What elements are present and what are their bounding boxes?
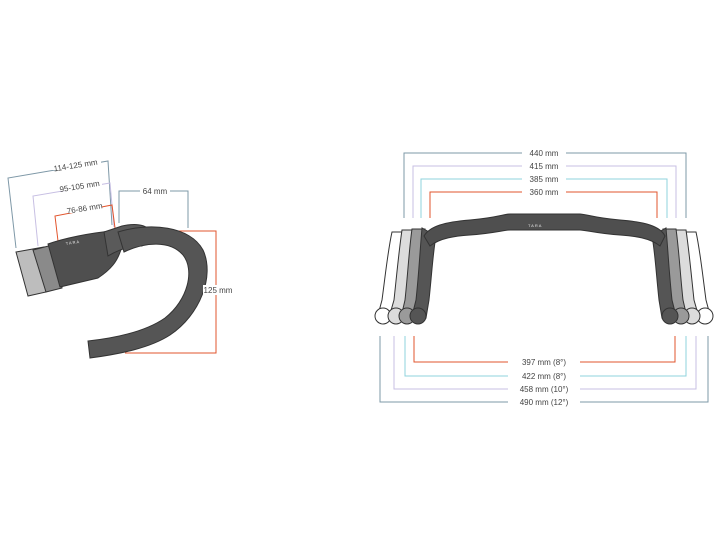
top-width-label-440: 440 mm <box>530 149 559 158</box>
top-width-label-bg-2 <box>522 161 566 171</box>
bottom-width-bracket-422 <box>404 336 687 377</box>
front-view: TARA 440 mm 415 mm 385 mm 360 mm 397 mm … <box>374 148 714 407</box>
drop-label: 125 mm <box>204 286 233 295</box>
left-drop-end-dark <box>409 307 427 325</box>
side-view: TARA 114-125 mm 95-105 mm 76-86 mm 64 mm… <box>7 158 233 359</box>
top-width-label-385: 385 mm <box>530 175 559 184</box>
bottom-width-label-bg-2 <box>508 371 580 381</box>
front-brand-text: TARA <box>528 223 542 228</box>
top-width-label-360: 360 mm <box>530 188 559 197</box>
top-bracket <box>118 190 189 228</box>
bottom-width-label-422: 422 mm (8°) <box>522 372 566 381</box>
bottom-width-label-bg-3 <box>508 384 580 394</box>
bottom-width-label-bg-4 <box>508 397 580 407</box>
bottom-width-label-397: 397 mm (8°) <box>522 358 566 367</box>
top-length-label: 64 mm <box>143 187 168 196</box>
reach-label-bg-2 <box>58 181 102 191</box>
bottom-width-label-bg-1 <box>508 357 580 367</box>
top-width-label-bg-1 <box>522 148 566 158</box>
top-label-bg <box>140 186 170 196</box>
top-width-label-415: 415 mm <box>530 162 559 171</box>
top-width-label-bg-3 <box>522 174 566 184</box>
front-bar-top <box>423 213 666 247</box>
reach-label-largest: 114-125 mm <box>53 158 99 174</box>
side-brand-text: TARA <box>65 239 80 246</box>
left-drops <box>374 227 437 325</box>
reach-label-bg-3 <box>64 203 102 213</box>
top-width-bracket-385 <box>420 178 668 218</box>
side-drop-curve <box>87 226 208 359</box>
right-drop-end-dark <box>661 307 679 325</box>
drop-label-bg <box>203 285 233 295</box>
reach-label-bg-1 <box>51 160 101 170</box>
bottom-width-label-490: 490 mm (12°) <box>520 398 569 407</box>
top-width-label-bg-4 <box>522 187 566 197</box>
bottom-width-label-458: 458 mm (10°) <box>520 385 569 394</box>
right-drops <box>651 227 714 325</box>
